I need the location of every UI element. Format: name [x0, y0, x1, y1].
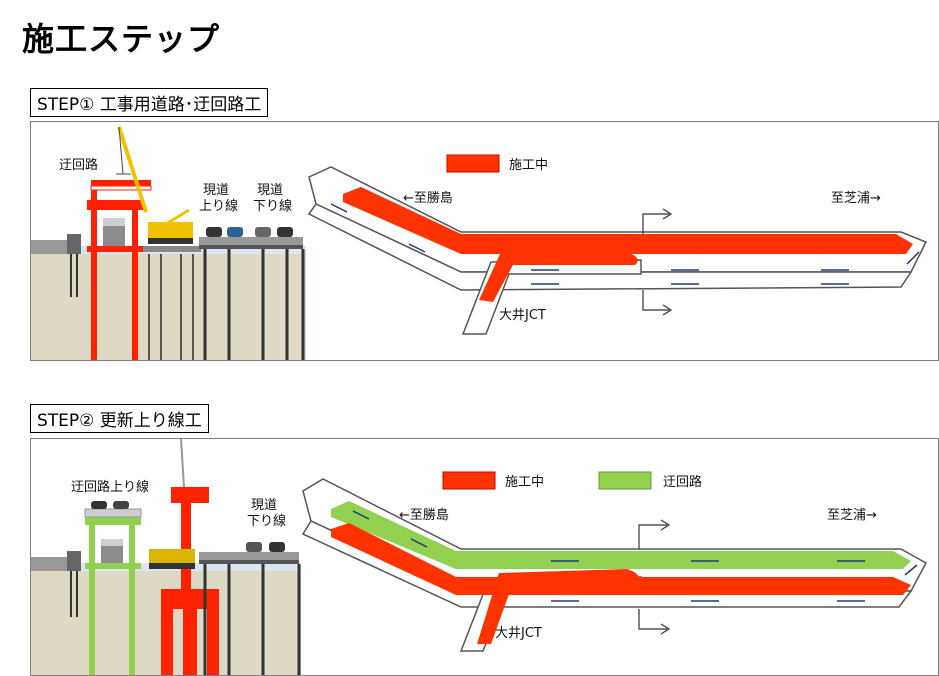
construction-ramp: [477, 569, 639, 644]
detour-up-label: 迂回路上り線: [71, 479, 149, 495]
traffic-arrows: [330, 203, 920, 285]
current-down-label: 現道 下り線: [253, 183, 292, 214]
direction-shibaura: 至芝浦→: [831, 190, 881, 206]
direction-katsushima: ←至勝島: [403, 191, 453, 206]
detour-pier-left: [89, 521, 95, 675]
direction-katsushima: ←至勝島: [399, 508, 449, 523]
detour-pier-left: [91, 190, 97, 360]
step2-plan: 施工中 迂回路 ←至勝島 至芝浦→ 大井JCT: [301, 471, 928, 652]
car-icon: [269, 542, 285, 552]
exit-arrows: [642, 208, 673, 316]
step1-plan: 施工中 ←至勝島 至芝浦→ 大井JCT: [307, 154, 928, 335]
car-icon: [206, 227, 222, 237]
current-road-deck: [199, 552, 299, 560]
step2-cross-section: 迂回路上り線 現道 下り線: [31, 439, 301, 675]
legend-swatch-construction: [442, 471, 496, 490]
current-down-label: 現道 下り線: [247, 498, 286, 529]
detour-label: 迂回路: [59, 157, 98, 173]
construction-upper: [343, 187, 913, 254]
step1-panel: 迂回路 現道 上り線 現道 下り線: [30, 121, 939, 361]
construction-ramp: [479, 252, 638, 302]
car-icon: [277, 227, 293, 237]
car-icon: [255, 227, 271, 237]
construction-middle: [331, 523, 911, 595]
exit-arrows: [638, 519, 671, 635]
step1-diagram: 迂回路 現道 上り線 現道 下り線: [31, 126, 928, 360]
legend-construction: 施工中: [505, 475, 544, 490]
step1-label: STEP① 工事用道路･迂回路工: [30, 88, 269, 117]
legend-detour: 迂回路: [663, 474, 702, 490]
step2-diagram: 迂回路上り線 現道 下り線: [31, 439, 928, 675]
detour-pier-right: [129, 521, 135, 675]
step2-label: STEP② 更新上り線工: [30, 404, 209, 433]
junction-label: 大井JCT: [495, 626, 542, 641]
car-icon: [91, 501, 107, 509]
legend-swatch-construction: [446, 154, 500, 173]
legend-construction: 施工中: [509, 158, 548, 173]
detour-pier-right: [132, 202, 138, 360]
car-icon: [227, 227, 243, 237]
direction-shibaura: 至芝浦→: [827, 507, 877, 523]
junction-label: 大井JCT: [499, 308, 546, 323]
step2-panel: 迂回路上り線 現道 下り線: [30, 438, 939, 676]
car-icon: [113, 501, 129, 509]
current-road-deck: [199, 237, 303, 245]
page-title: 施工ステップ: [22, 20, 221, 58]
crane-boom: [117, 126, 148, 213]
crane-body: [148, 222, 193, 238]
new-pier-footing: [161, 589, 219, 675]
ground: [31, 252, 306, 360]
new-pier-column: [181, 489, 191, 599]
step1-cross-section: 迂回路 現道 上り線 現道 下り線: [31, 126, 306, 360]
legend-swatch-detour: [598, 471, 652, 490]
jct-ramp: [461, 259, 642, 335]
detour-upper: [331, 501, 911, 569]
current-up-label: 現道 上り線: [199, 183, 238, 214]
traffic-arrows: [352, 510, 918, 602]
car-icon: [246, 542, 262, 552]
